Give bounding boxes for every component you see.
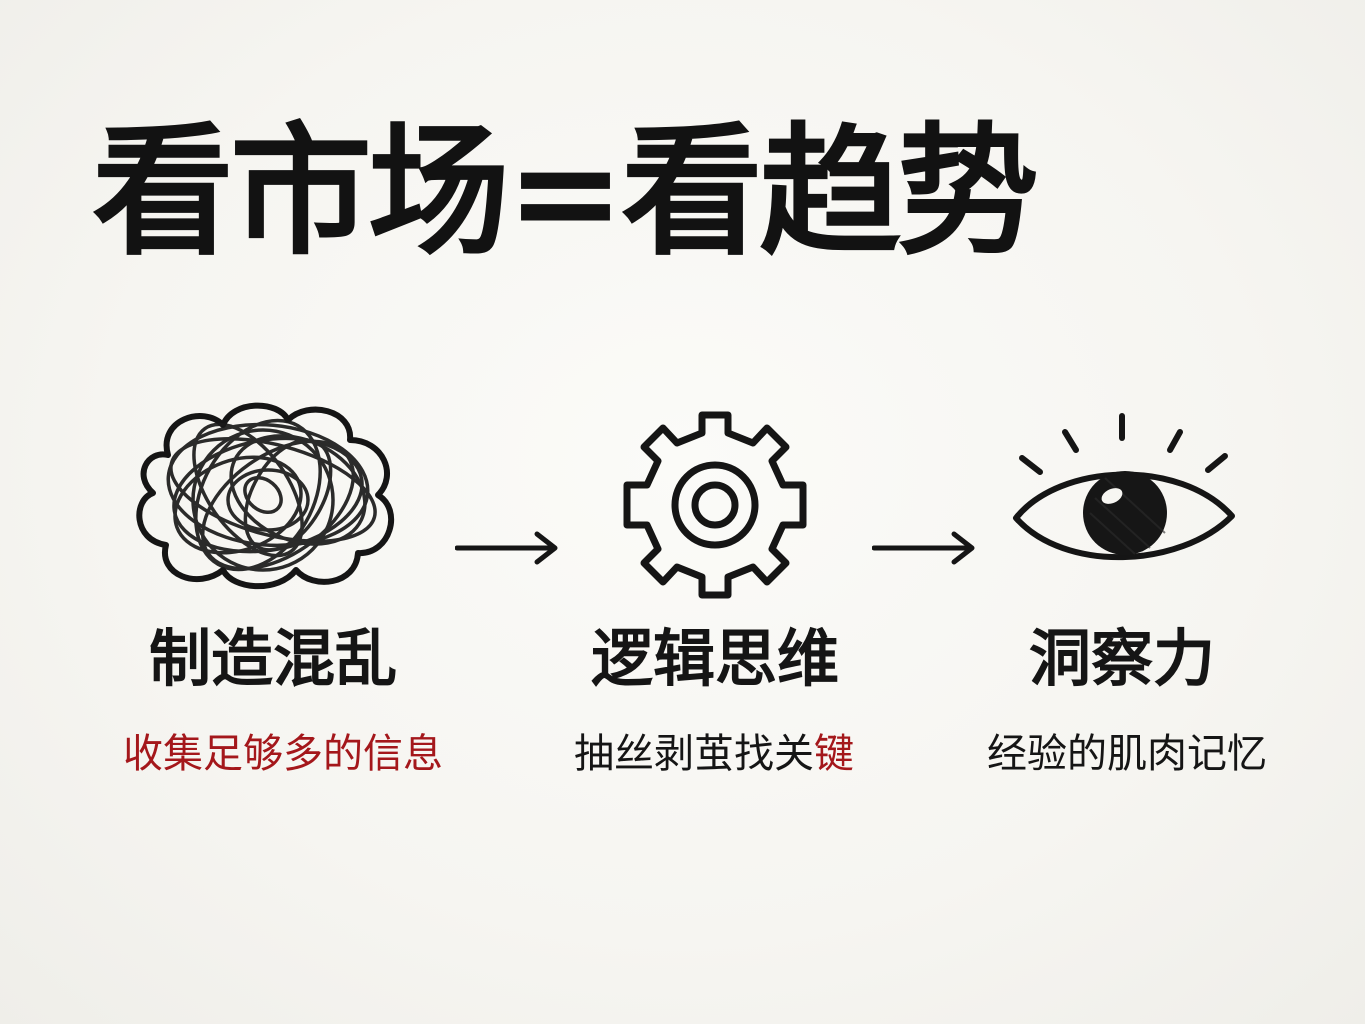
step-caption-chaos: 收集足够多的信息 <box>123 731 443 777</box>
step-caption-logic-main: 抽丝剥茧找关 <box>574 731 814 777</box>
eye-icon <box>1010 408 1240 598</box>
right-arrow-icon <box>454 528 565 568</box>
page-title: 看市场=看趋势 <box>92 110 1039 275</box>
step-label-logic: 逻辑思维 <box>590 622 839 695</box>
step-caption-logic: 抽丝剥茧找关键 <box>524 729 904 779</box>
step-caption-logic-accent: 键 <box>814 731 854 777</box>
right-arrow-icon <box>871 528 982 568</box>
tangled-cloud-icon <box>128 395 408 595</box>
step-label-insight: 洞察力 <box>1028 622 1215 695</box>
step-caption-insight: 经验的肌肉记忆 <box>987 731 1267 777</box>
step-label-chaos: 制造混乱 <box>148 622 397 695</box>
gear-icon <box>615 405 815 605</box>
